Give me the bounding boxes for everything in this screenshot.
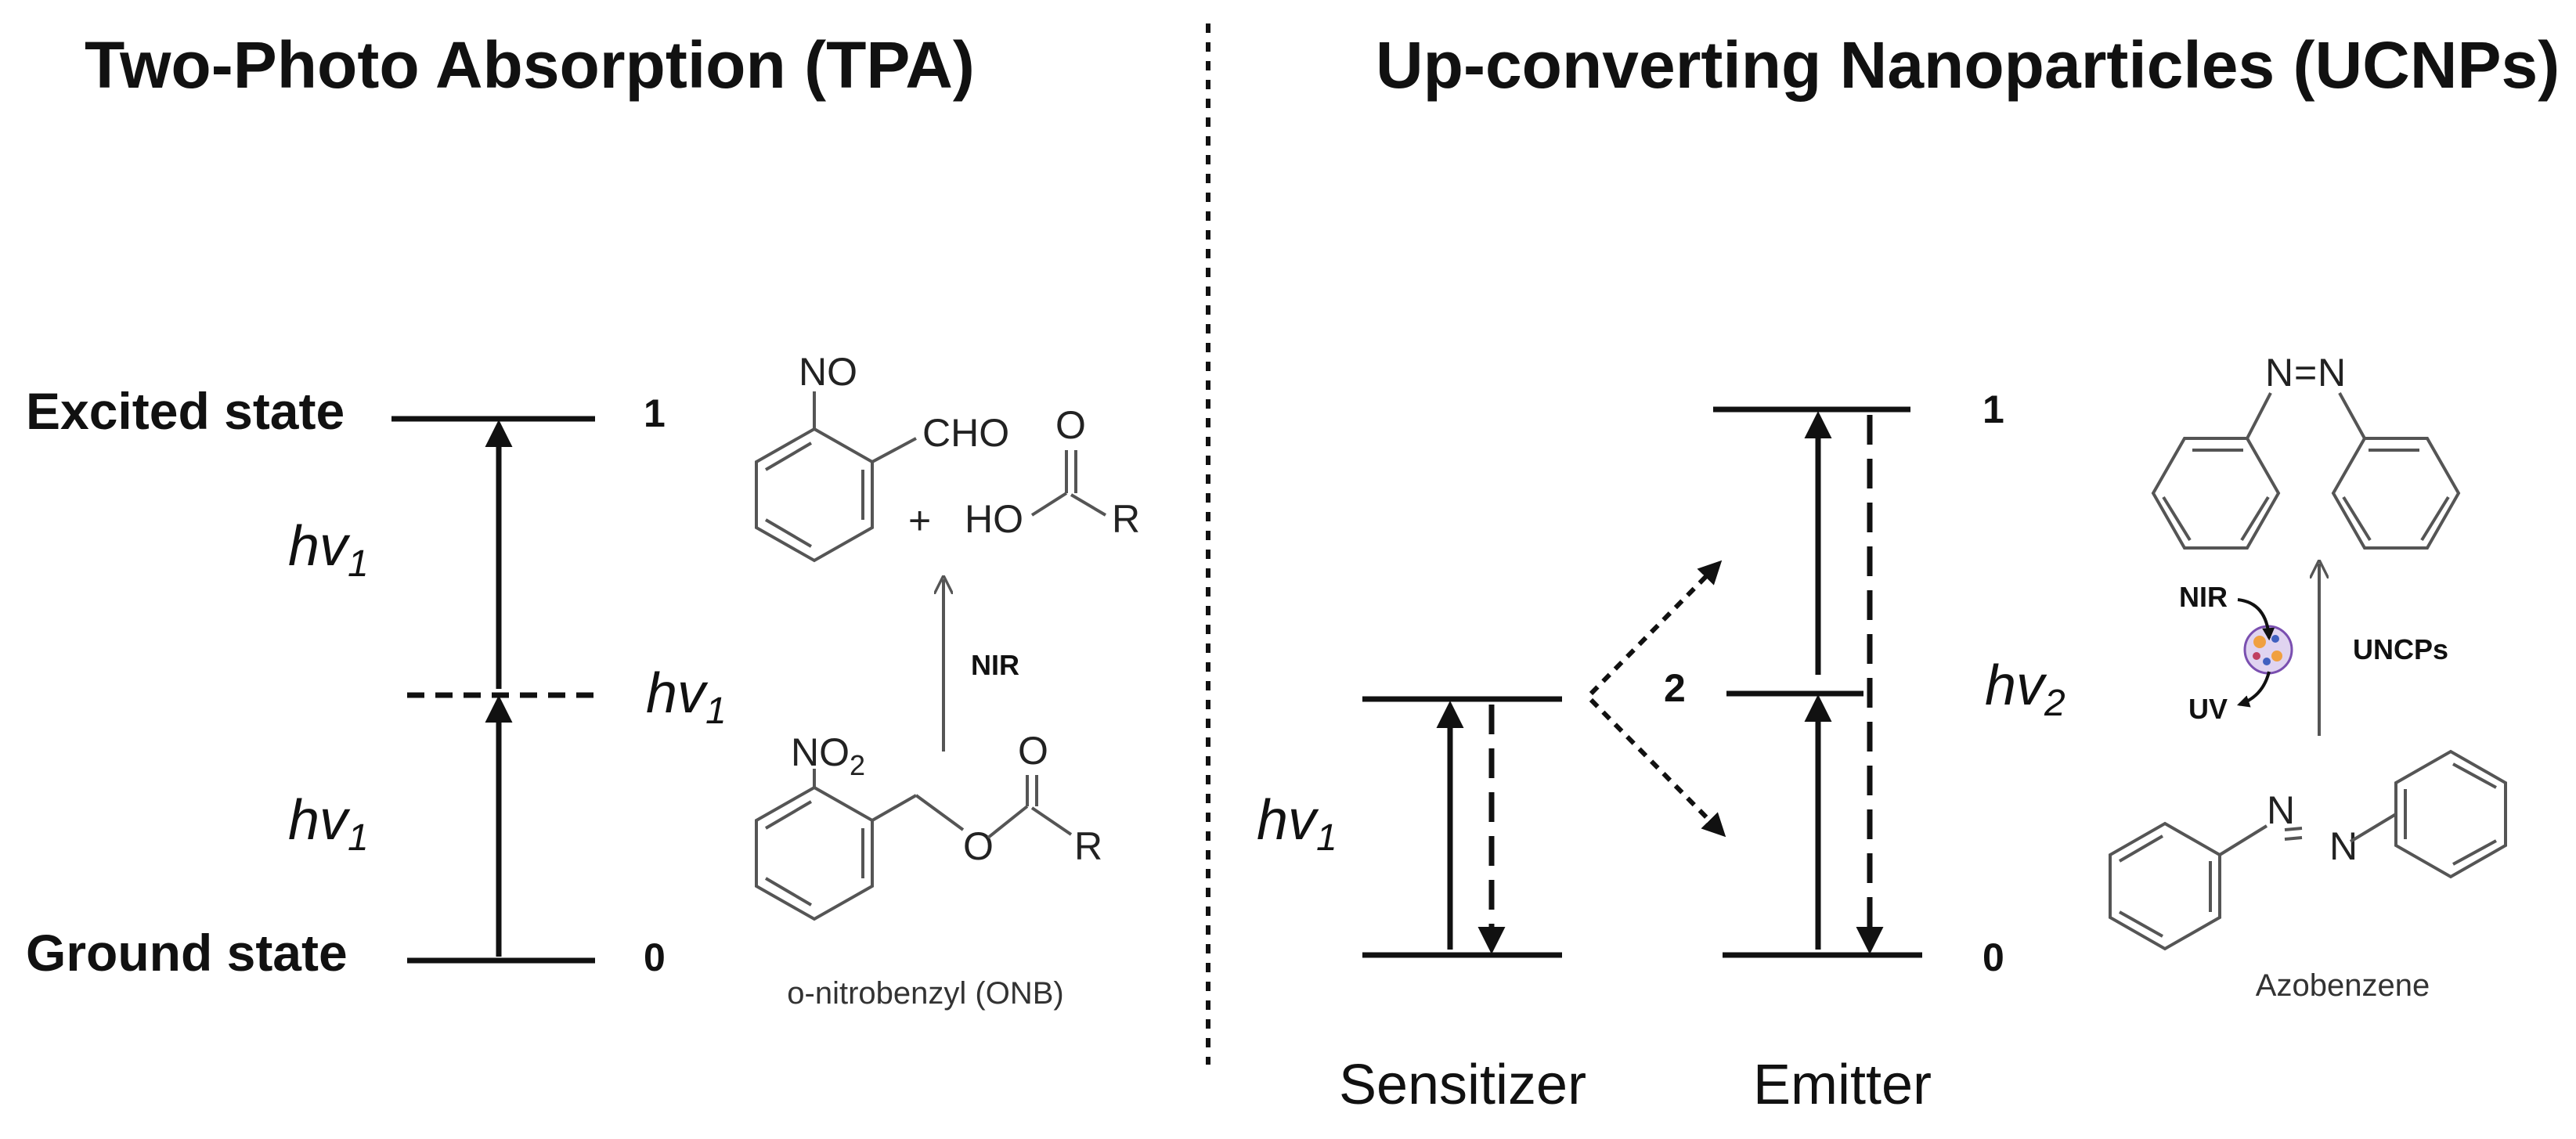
energy-transfer-up-arrow bbox=[1589, 560, 1723, 696]
ucnp-title: Up-converting Nanoparticles (UCNPs) bbox=[1376, 28, 2560, 102]
onb-caption: o-nitrobenzyl (ONB) bbox=[787, 976, 1063, 1011]
product-benzene-ring bbox=[755, 427, 874, 563]
ester-r-label: R bbox=[1074, 824, 1102, 868]
ester-o-label: O bbox=[963, 824, 994, 868]
tpa-title: Two-Photo Absorption (TPA) bbox=[85, 28, 975, 102]
sensitizer-label: Sensitizer bbox=[1339, 1054, 1586, 1116]
ucnp-level-1: 1 bbox=[1983, 387, 2004, 431]
uncps-arrow-label: UNCPs bbox=[2353, 633, 2448, 665]
tpa-hv-upper: hv1 bbox=[288, 515, 369, 585]
no-group-label: NO bbox=[799, 350, 857, 394]
cho-group-label: CHO bbox=[922, 411, 1009, 455]
cis-right-ring bbox=[2331, 437, 2461, 550]
tpa-energy-diagram: Excited state Ground state 1 0 hv1 hv1 h… bbox=[26, 382, 727, 982]
acid-r-label: R bbox=[1112, 497, 1140, 541]
acid-o-label: O bbox=[1055, 403, 1086, 447]
ucnp-energy-diagram: 1 2 0 hv1 hv2 Sensitizer Emitter bbox=[1257, 387, 2065, 1116]
tpa-level-0: 0 bbox=[644, 935, 666, 979]
ucnp-level-0: 0 bbox=[1983, 935, 2004, 979]
no2-group-label: NO2 bbox=[791, 730, 865, 781]
emitter-label: Emitter bbox=[1753, 1054, 1932, 1116]
trans-left-ring bbox=[2109, 821, 2221, 951]
excited-state-label: Excited state bbox=[26, 382, 345, 440]
ucnp-hv2: hv2 bbox=[1985, 654, 2065, 724]
azo-top-n2: N bbox=[2318, 351, 2346, 395]
ground-state-label: Ground state bbox=[26, 924, 348, 982]
cis-left-ring bbox=[2151, 437, 2281, 550]
nir-arrow-label: NIR bbox=[971, 649, 1019, 681]
azo-top-n1: N bbox=[2265, 351, 2293, 395]
uv-curve-arrow bbox=[2236, 671, 2271, 708]
nir-curve-arrow bbox=[2237, 598, 2275, 641]
azo-top-eq: = bbox=[2294, 351, 2317, 395]
trans-right-ring bbox=[2394, 749, 2507, 879]
tpa-hv-middle: hv1 bbox=[646, 662, 727, 732]
nir-label: NIR bbox=[2179, 581, 2228, 613]
ucnp-hv1: hv1 bbox=[1257, 789, 1337, 859]
azo-bottom-n1: N bbox=[2267, 788, 2295, 832]
ho-group-label: HO bbox=[965, 497, 1023, 541]
uv-label: UV bbox=[2188, 693, 2228, 725]
carbonyl-o-label: O bbox=[1018, 729, 1048, 773]
ucnp-level-2: 2 bbox=[1664, 666, 1686, 710]
plus-sign: + bbox=[908, 499, 931, 542]
onb-reaction-scheme: NO CHO + HO O R NIR NO2 O O R o-nitroben… bbox=[755, 350, 1140, 1011]
energy-transfer-down-arrow bbox=[1589, 697, 1726, 838]
azo-bottom-n2: N bbox=[2329, 824, 2358, 868]
azobenzene-scheme: N = N UNCPs NIR UV bbox=[2109, 351, 2507, 1003]
reactant-benzene-ring bbox=[755, 785, 874, 921]
tpa-hv-lower: hv1 bbox=[288, 789, 369, 859]
azobenzene-caption: Azobenzene bbox=[2256, 968, 2430, 1003]
tpa-level-1: 1 bbox=[644, 391, 666, 435]
